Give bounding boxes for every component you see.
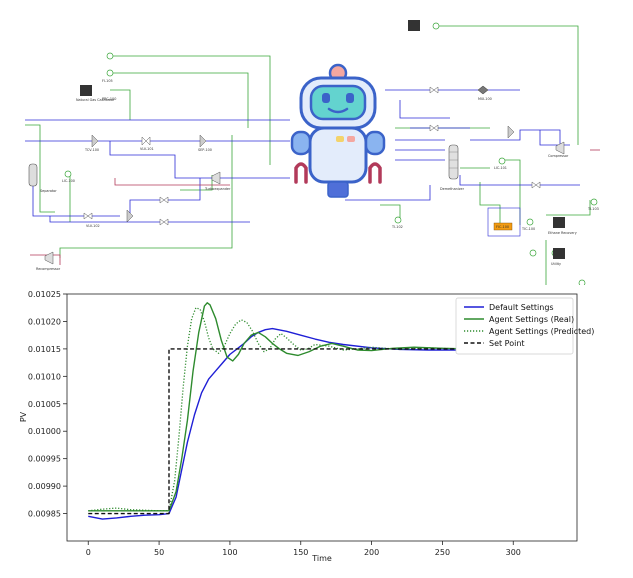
svg-text:FI-105: FI-105 bbox=[102, 79, 113, 83]
compressor: Compressor bbox=[548, 141, 569, 158]
legend-label: Agent Settings (Predicted) bbox=[489, 327, 594, 336]
y-tick-label: 0.01025 bbox=[28, 290, 61, 299]
svg-text:Turboexpander: Turboexpander bbox=[204, 187, 231, 191]
x-tick-label: 200 bbox=[364, 548, 379, 557]
series-line-set-point bbox=[88, 348, 549, 515]
svg-text:MIX-100: MIX-100 bbox=[478, 97, 492, 101]
svg-text:TIC-100: TIC-100 bbox=[521, 227, 535, 231]
legend-label: Agent Settings (Real) bbox=[489, 315, 574, 324]
y-tick-label: 0.00990 bbox=[28, 482, 61, 491]
recompressor: Recompressor bbox=[36, 251, 61, 271]
svg-text:SEP-100: SEP-100 bbox=[198, 148, 212, 152]
mixer: MIX-100 bbox=[477, 85, 492, 101]
x-axis-title: Time bbox=[311, 554, 332, 563]
svg-text:Ethane Recovery: Ethane Recovery bbox=[548, 231, 577, 235]
x-tick-label: 100 bbox=[222, 548, 237, 557]
energy-streams bbox=[30, 149, 600, 265]
process-flow-diagram: Separator TCV-100 SEP-100 VLV-101 VLV-10… bbox=[25, 20, 600, 285]
y-tick-label: 0.01015 bbox=[28, 345, 61, 354]
svg-text:TI-102: TI-102 bbox=[391, 225, 403, 229]
svg-text:Recompressor: Recompressor bbox=[36, 267, 61, 271]
demethanizer-column: Demethanizer bbox=[440, 144, 465, 191]
y-tick-label: 0.00985 bbox=[28, 510, 61, 519]
x-tick-label: 300 bbox=[506, 548, 521, 557]
svg-text:Natural Gas Calculator: Natural Gas Calculator bbox=[76, 98, 115, 102]
material-streams bbox=[25, 89, 580, 223]
svg-text:VLV-101: VLV-101 bbox=[140, 147, 154, 151]
fic-tag: FIC-100 bbox=[493, 222, 513, 231]
controller-labels: LIC-100 LIC-101 TI-102 TI-103 TIC-100 FI… bbox=[62, 79, 599, 231]
spreadsheet-labels: Natural Gas Calculator PBC-100 Ethane Re… bbox=[76, 97, 577, 266]
svg-text:FIC-100: FIC-100 bbox=[496, 225, 509, 229]
valve-labels: VLV-101 VLV-102 bbox=[86, 147, 154, 228]
y-tick-label: 0.01005 bbox=[28, 400, 61, 409]
x-axis-ticks: 0 50 100 150 200 250 300 bbox=[86, 541, 521, 557]
svg-text:VLV-102: VLV-102 bbox=[86, 224, 100, 228]
legend-label: Default Settings bbox=[489, 303, 554, 312]
legend-label: Set Point bbox=[489, 339, 525, 348]
group-box bbox=[487, 207, 521, 237]
x-tick-label: 250 bbox=[435, 548, 450, 557]
series-line-agent-settings-predicted bbox=[88, 307, 549, 512]
svg-text:Demethanizer: Demethanizer bbox=[440, 187, 465, 191]
x-tick-label: 150 bbox=[293, 548, 308, 557]
y-axis-ticks: 0.00985 0.00990 0.00995 0.01000 0.01005 0.010… bbox=[28, 290, 67, 519]
svg-text:PBC-100: PBC-100 bbox=[102, 97, 116, 101]
heat-exchanger-2: SEP-100 bbox=[198, 134, 212, 152]
heat-exchanger-1: TCV-100 bbox=[84, 134, 99, 152]
spreadsheet-icons bbox=[80, 20, 565, 259]
svg-text:TI-103: TI-103 bbox=[587, 207, 599, 211]
svg-text:TCV-100: TCV-100 bbox=[84, 148, 99, 152]
heat-exchanger-3 bbox=[126, 209, 134, 223]
legend-box bbox=[455, 297, 574, 355]
pv-response-chart: 0.00985 0.00990 0.00995 0.01000 0.01005 0.010… bbox=[19, 290, 594, 563]
y-tick-label: 0.00995 bbox=[28, 455, 61, 464]
series-line-agent-settings-real bbox=[88, 302, 549, 512]
y-tick-label: 0.01010 bbox=[28, 372, 61, 381]
svg-text:Compressor: Compressor bbox=[548, 154, 569, 158]
valves bbox=[83, 86, 541, 226]
y-tick-label: 0.01000 bbox=[28, 427, 61, 436]
separator-vessel: Separator bbox=[28, 163, 57, 193]
x-tick-label: 0 bbox=[86, 548, 91, 557]
svg-text:LIC-100: LIC-100 bbox=[62, 179, 75, 183]
turboexpander: Turboexpander bbox=[204, 171, 231, 191]
y-axis-title: PV bbox=[19, 411, 28, 422]
signal-lines bbox=[25, 25, 591, 285]
robot-mascot-icon bbox=[290, 63, 386, 198]
svg-text:LIC-101: LIC-101 bbox=[494, 166, 507, 170]
heat-exchanger-4 bbox=[507, 125, 515, 139]
svg-text:Utility: Utility bbox=[551, 262, 561, 266]
series-layer bbox=[88, 302, 549, 520]
x-tick-label: 50 bbox=[154, 548, 164, 557]
svg-text:Separator: Separator bbox=[40, 189, 57, 193]
y-tick-label: 0.01020 bbox=[28, 317, 61, 326]
